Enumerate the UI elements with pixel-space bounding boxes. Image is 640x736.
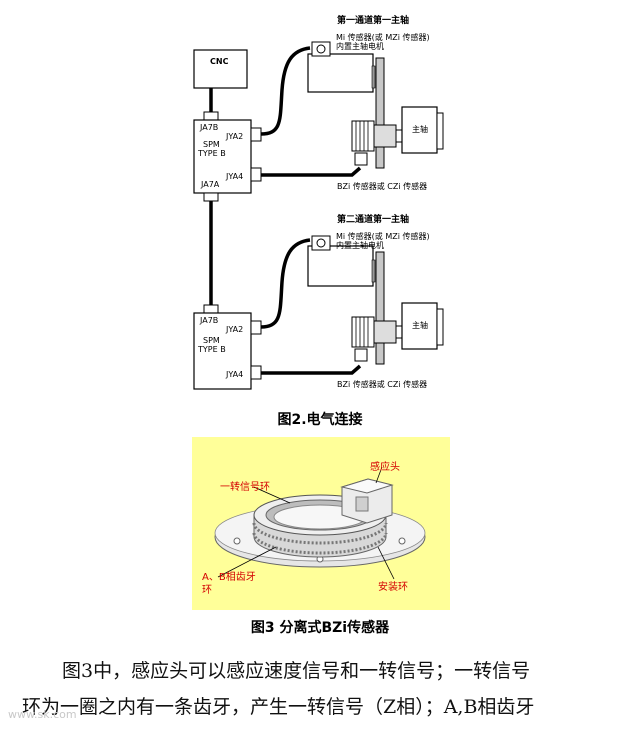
electrical-connection-diagram bbox=[193, 41, 444, 390]
ja7a-label: JA7A bbox=[201, 180, 220, 189]
channel2-title: 第二通道第一主轴 bbox=[337, 215, 410, 225]
bzi-sensor-label-2: BZi 传感器或 CZi 传感器 bbox=[337, 380, 428, 389]
bzi-sensor-illustration: 感应头 一转信号环 A、B相齿牙 环 安装环 bbox=[192, 437, 450, 610]
one-rev-ring-label: 一转信号环 bbox=[220, 482, 270, 493]
sensor-ring-graphic bbox=[214, 466, 426, 580]
cnc-label: CNC bbox=[210, 57, 229, 66]
spindle-label-1: 主轴 bbox=[412, 125, 428, 134]
ab-gear-label-b: 环 bbox=[202, 585, 212, 596]
motor-sensor-label-1a: Mi 传感器(或 MZi 传感器) bbox=[336, 33, 430, 42]
bzi-sensor-label-1: BZi 传感器或 CZi 传感器 bbox=[337, 182, 428, 191]
body-line-1: 图3中，感应头可以感应速度信号和一转信号；一转信号 bbox=[62, 660, 531, 682]
spm-label-2a: SPM bbox=[203, 336, 220, 345]
watermark: www.sk.com bbox=[8, 708, 77, 721]
ab-gear-label-a: A、B相齿牙 bbox=[202, 572, 256, 583]
figure2-caption: 图2.电气连接 bbox=[277, 412, 363, 428]
jya4-label-1: JYA4 bbox=[226, 172, 244, 181]
spm-label-1a: SPM bbox=[203, 140, 220, 149]
sensor-head-label: 感应头 bbox=[370, 462, 400, 473]
jya4-label-2: JYA4 bbox=[226, 370, 244, 379]
mounting-ring-label: 安装环 bbox=[378, 582, 408, 593]
body-line-2: 环为一圈之内有一条齿牙，产生一转信号（Z相）；A,B相齿牙 bbox=[22, 696, 535, 718]
motor-sensor-label-2b: 内置主轴电机 bbox=[336, 241, 384, 250]
motor-sensor-label-2a: Mi 传感器(或 MZi 传感器) bbox=[336, 232, 430, 241]
ja7b-label-1: JA7B bbox=[200, 123, 219, 132]
channel1-title: 第一通道第一主轴 bbox=[337, 16, 410, 26]
jya2-label-1: JYA2 bbox=[226, 132, 244, 141]
spm-label-2b: TYPE B bbox=[198, 345, 226, 354]
figure3-caption: 图3 分离式BZi传感器 bbox=[250, 620, 390, 636]
spm-label-1b: TYPE B bbox=[198, 149, 226, 158]
motor-sensor-label-1b: 内置主轴电机 bbox=[336, 42, 384, 51]
spindle-label-2: 主轴 bbox=[412, 321, 428, 330]
ja7b-label-2: JA7B bbox=[200, 316, 219, 325]
jya2-label-2: JYA2 bbox=[226, 325, 244, 334]
